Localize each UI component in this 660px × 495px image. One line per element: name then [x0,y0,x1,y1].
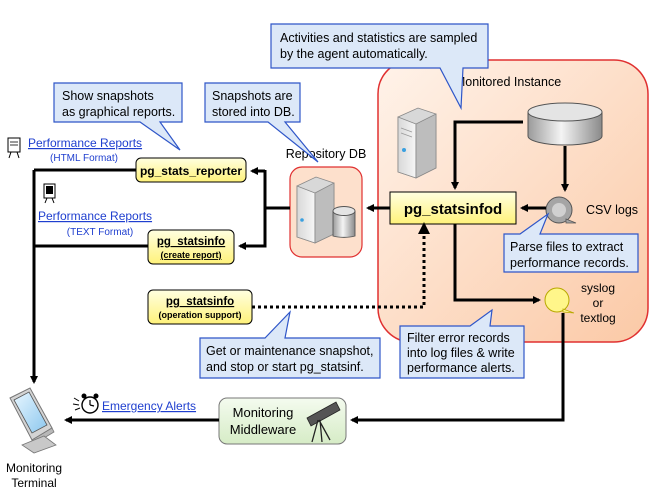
svg-text:Get or maintenance snapshot,: Get or maintenance snapshot, [206,344,373,358]
svg-text:as graphical reports.: as graphical reports. [62,105,175,119]
alarm-clock-icon [72,393,99,414]
arrow-db-to-agent [451,120,523,190]
csv-logs-icon [545,196,577,224]
pg-statsinfo-ops-label: pg_statsinfo [166,296,234,308]
text-report-icon [43,183,56,204]
pg-statsinfod-box [389,191,517,225]
text-report-format: (TEXT Format) [67,227,133,238]
html-report-format: (HTML Format) [50,153,118,164]
telescope-icon [306,401,341,443]
syslog-label-line2: or [593,296,604,310]
pg-stats-reporter-label: pg_stats_reporter [140,164,242,178]
syslog-label-line1: syslog [581,281,615,295]
monitoring-terminal-label-line1: Monitoring [6,461,62,475]
dotted-arrowhead [418,222,430,234]
pg-statsinfo-report-sub: (create report) [160,250,221,260]
svg-text:performance alerts.: performance alerts. [407,361,515,375]
svg-text:stored into DB.: stored into DB. [212,105,295,119]
instance-database-icon [527,102,603,146]
csv-logs-label: CSV logs [586,203,638,217]
monitoring-middleware-label-line2: Middleware [230,422,296,437]
syslog-label-line3: textlog [580,311,615,325]
instance-server-icon [397,107,437,179]
repository-server-icon [296,176,335,244]
monitored-instance-label: Monitored Instance [455,75,561,89]
pg-statsinfod-label: pg_statsinfod [404,201,502,218]
html-report-icon [7,137,21,159]
repository-database-icon [332,206,356,238]
pg-statsinfo-report-label: pg_statsinfo [157,236,225,248]
svg-text:Filter error records: Filter error records [407,331,510,345]
callout-parse-files: Parse files to extract performance recor… [503,212,639,273]
pg-statsinfo-ops-sub: (operation support) [159,310,242,320]
line-repository-to-tools [263,170,290,210]
svg-text:and stop or start pg_statsinf.: and stop or start pg_statsinf. [206,360,364,374]
arrow-to-create-report [238,208,267,250]
html-report-link[interactable]: Performance Reports [28,136,142,150]
repository-db-label: Repository DB [286,147,367,161]
callout-snapshots-stored: Snapshots are stored into DB. [204,82,319,163]
arrow-agent-to-syslog [453,224,541,304]
svg-text:into log files & write: into log files & write [407,346,515,360]
monitoring-terminal-icon [9,387,57,454]
dotted-control-path [252,232,426,309]
monitoring-terminal-label-line2: Terminal [11,476,56,490]
callout-snapshots-graphical: Show snapshots as graphical reports. [53,82,183,151]
svg-text:Snapshots are: Snapshots are [212,89,293,103]
syslog-icon [544,287,575,314]
callout-maintenance: Get or maintenance snapshot, and stop or… [199,310,381,379]
callout-sampling: Activities and statistics are sampled by… [270,23,489,111]
svg-text:Parse files to extract: Parse files to extract [510,240,624,254]
svg-text:by the agent automatically.: by the agent automatically. [280,47,428,61]
svg-text:Activities and statistics are: Activities and statistics are sampled [280,31,477,45]
monitoring-middleware-label-line1: Monitoring [233,405,294,420]
svg-text:Show snapshots: Show snapshots [62,89,154,103]
emergency-alerts-link[interactable]: Emergency Alerts [102,399,196,413]
callout-filter-errors: Filter error records into log files & wr… [399,308,525,379]
arrow-syslog-to-middleware [350,313,565,424]
svg-text:performance records.: performance records. [510,256,629,270]
text-report-link[interactable]: Performance Reports [38,209,152,223]
